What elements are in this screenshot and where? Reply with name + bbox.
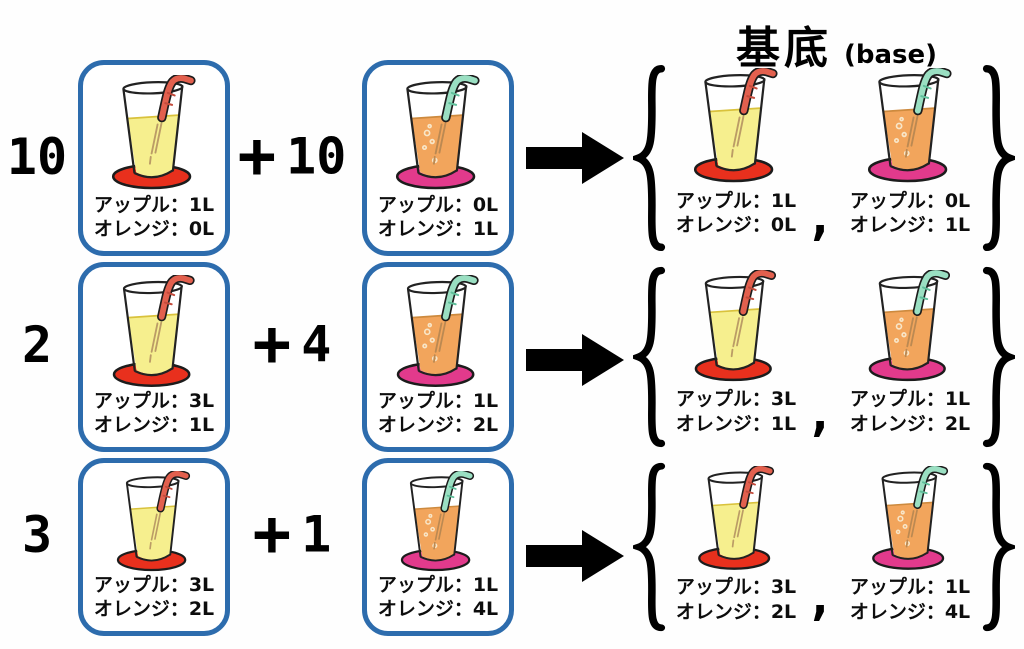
apple-juice-glass-icon (85, 275, 223, 389)
coefficient-2: 10 (286, 127, 347, 186)
apple-amount-label: アップル：0L (377, 193, 499, 216)
right-brace-icon (981, 266, 1020, 448)
comma-separator: , (804, 188, 836, 246)
apple-amount-label: アップル：3L (93, 389, 215, 412)
orange-juice-glass-icon (369, 471, 507, 573)
apple-amount-label: アップル：1L (377, 389, 499, 412)
left-brace-icon (628, 64, 667, 252)
arrow-icon (526, 132, 624, 184)
orange-amount-label: オレンジ：4L (849, 601, 971, 624)
apple-amount-label: アップル：1L (93, 193, 215, 216)
orange-juice-glass-icon (369, 73, 507, 193)
coefficient-2: 1 (301, 506, 332, 565)
basis-vector-orange: アップル：0L オレンジ：1L (840, 68, 980, 256)
juice-amount-labels: アップル：3L オレンジ：1L (94, 389, 214, 438)
plus-term: + 10 (229, 125, 355, 189)
juice-amount-labels: アップル：3L オレンジ：2L (94, 573, 214, 622)
juice-amount-labels: アップル：0L オレンジ：1L (378, 193, 498, 242)
comma-separator: , (804, 384, 836, 442)
basis-set: アップル：3L オレンジ：1L , アップル：1L オレンジ：2L (628, 262, 1020, 452)
basis-vector-orange: アップル：1L オレンジ：2L (840, 270, 980, 452)
orange-amount-label: オレンジ：2L (377, 414, 499, 437)
apple-amount-label: アップル：1L (849, 387, 971, 410)
arrow-icon (526, 334, 624, 386)
equation-row-2: 2 アップル：3L オレンジ：1L + 4 (0, 262, 1024, 452)
basis-vector-apple: アップル：3L オレンジ：1L (666, 270, 806, 452)
apple-juice-glass-icon (666, 466, 806, 571)
juice-amount-labels: アップル：0L オレンジ：1L (850, 189, 970, 238)
orange-juice-card: アップル：0L オレンジ：1L (362, 60, 514, 256)
orange-juice-glass-icon (840, 270, 980, 383)
apple-juice-glass-icon (666, 270, 806, 383)
apple-juice-glass-icon (666, 68, 806, 185)
apple-juice-card: アップル：1L オレンジ：0L (78, 60, 230, 256)
apple-juice-glass-icon (85, 471, 223, 573)
orange-juice-glass-icon (840, 466, 980, 571)
coefficient-1: 2 (21, 315, 53, 374)
juice-amount-labels: アップル：1L オレンジ：2L (378, 389, 498, 438)
apple-amount-label: アップル：3L (93, 573, 215, 596)
coefficient-1: 10 (6, 128, 68, 186)
orange-juice-card: アップル：1L オレンジ：2L (362, 262, 514, 452)
apple-juice-glass-icon (85, 73, 223, 193)
coefficient-2: 4 (301, 315, 332, 374)
orange-amount-label: オレンジ：2L (675, 601, 797, 624)
juice-amount-labels: アップル：1L オレンジ：4L (378, 573, 498, 622)
orange-amount-label: オレンジ：1L (377, 218, 499, 241)
plus-sign: + (252, 498, 292, 573)
basis-vector-apple: アップル：3L オレンジ：2L (666, 466, 806, 636)
apple-amount-label: アップル：3L (675, 387, 797, 410)
left-brace-icon (628, 462, 667, 632)
juice-amount-labels: アップル：3L オレンジ：1L (676, 387, 796, 436)
right-brace-icon (981, 462, 1020, 632)
orange-amount-label: オレンジ：4L (377, 598, 499, 621)
basis-vector-orange: アップル：1L オレンジ：4L (840, 466, 980, 636)
left-brace-icon (628, 266, 667, 448)
plus-sign: + (237, 119, 277, 194)
basis-vector-apple: アップル：1L オレンジ：0L (666, 68, 806, 256)
equation-row-3: 3 アップル：3L オレンジ：2L + 1 (0, 458, 1024, 636)
orange-amount-label: オレンジ：2L (849, 412, 971, 435)
orange-juice-card: アップル：1L オレンジ：4L (362, 458, 514, 636)
orange-amount-label: オレンジ：2L (93, 598, 215, 621)
orange-amount-label: オレンジ：1L (93, 414, 215, 437)
coefficient-1: 3 (21, 506, 53, 565)
juice-amount-labels: アップル：1L オレンジ：2L (850, 387, 970, 436)
orange-amount-label: オレンジ：0L (675, 214, 797, 237)
apple-amount-label: アップル：3L (675, 576, 797, 599)
apple-amount-label: アップル：1L (377, 573, 499, 596)
plus-term: + 1 (229, 503, 355, 567)
orange-amount-label: オレンジ：1L (849, 214, 971, 237)
arrow-icon (526, 530, 624, 582)
equation-row-1: 10 アップル：1L オレンジ：0L + 10 (0, 60, 1024, 256)
juice-amount-labels: アップル：1L オレンジ：0L (94, 193, 214, 242)
title-english: (base) (844, 40, 938, 70)
basis-set: アップル：1L オレンジ：0L , アップル：0L オレンジ：1L (628, 60, 1020, 256)
apple-juice-card: アップル：3L オレンジ：1L (78, 262, 230, 452)
comma-separator: , (804, 568, 836, 626)
right-brace-icon (981, 64, 1020, 252)
page-title: 基底 (base) (736, 12, 937, 76)
plus-term: + 4 (229, 312, 355, 376)
orange-amount-label: オレンジ：0L (93, 218, 215, 241)
juice-amount-labels: アップル：1L オレンジ：4L (850, 575, 970, 624)
orange-juice-glass-icon (369, 275, 507, 389)
title-japanese: 基底 (736, 23, 832, 74)
orange-amount-label: オレンジ：1L (675, 412, 797, 435)
basis-set: アップル：3L オレンジ：2L , アップル：1L オレンジ：4L (628, 458, 1020, 636)
plus-sign: + (252, 307, 292, 382)
apple-juice-card: アップル：3L オレンジ：2L (78, 458, 230, 636)
apple-amount-label: アップル：0L (849, 189, 971, 212)
orange-juice-glass-icon (840, 68, 980, 185)
juice-amount-labels: アップル：1L オレンジ：0L (676, 189, 796, 238)
apple-amount-label: アップル：1L (849, 576, 971, 599)
apple-amount-label: アップル：1L (675, 189, 797, 212)
juice-amount-labels: アップル：3L オレンジ：2L (676, 575, 796, 624)
